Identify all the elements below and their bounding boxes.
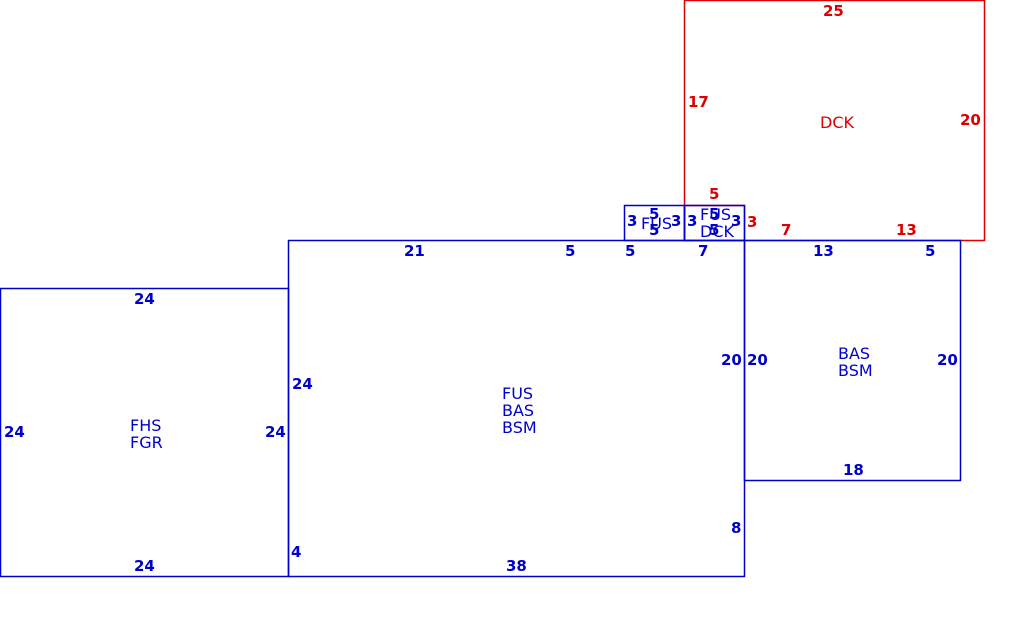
bump-left-dim-right: 3	[671, 212, 681, 230]
main-code-1: FUS	[502, 384, 533, 403]
deck-small-dim-right: 3	[747, 213, 757, 231]
main-code-3: BSM	[502, 418, 537, 437]
main-dim-top-b: 5	[565, 242, 575, 260]
east-dim-top-a: 13	[813, 242, 834, 260]
east-dim-bottom: 18	[843, 461, 864, 479]
east-dim-top-b: 5	[925, 242, 935, 260]
main-dim-top-c: 5	[625, 242, 635, 260]
east-code-1: BAS	[838, 344, 870, 363]
main-dim-right-upper: 20	[721, 351, 742, 369]
garage-dim-bottom: 24	[134, 557, 155, 575]
bump-left-dim-left: 3	[627, 212, 637, 230]
deck-dim-left: 17	[688, 93, 709, 111]
deck-dim-right: 20	[960, 111, 981, 129]
main-code-2: BAS	[502, 401, 534, 420]
main-dim-left-upper: 24	[292, 375, 313, 393]
garage-dim-left: 24	[4, 423, 25, 441]
garage-code-1: FHS	[130, 416, 161, 435]
main-dim-left-lower: 4	[291, 543, 301, 561]
deck-dim-bottom-b: 13	[896, 221, 917, 239]
main-dim-top-d: 7	[698, 242, 708, 260]
garage-code-2: FGR	[130, 433, 163, 452]
east-dim-right: 20	[937, 351, 958, 369]
east-outline	[743, 239, 962, 482]
bump-right-dim-left: 3	[687, 212, 697, 230]
living-areas	[0, 204, 962, 578]
bump-left-dim-top: 5	[649, 205, 659, 223]
deck-code: DCK	[820, 113, 854, 132]
bump-right-dim-bottom: 5	[709, 221, 719, 239]
main-dim-right-lower: 8	[731, 519, 741, 537]
bump-left-code: FUS	[641, 214, 672, 233]
bump-right-dim-right: 3	[731, 212, 741, 230]
bump-right-code-2: DCK	[700, 222, 734, 241]
east-dim-left: 20	[747, 351, 768, 369]
deck-small-dim-top: 5	[709, 185, 719, 203]
bump-right-dim-top: 5	[709, 205, 719, 223]
deck-dim-bottom-a: 7	[781, 221, 791, 239]
deck-dim-top: 25	[823, 2, 844, 20]
garage-dim-right: 24	[265, 423, 286, 441]
bump-right-outline	[683, 204, 746, 242]
garage-dim-top: 24	[134, 290, 155, 308]
bump-left-dim-bottom: 5	[649, 221, 659, 239]
bump-right-code-1: FUS	[700, 205, 731, 224]
main-dim-top-a: 21	[404, 242, 425, 260]
east-code-2: BSM	[838, 361, 873, 380]
main-dim-bottom: 38	[506, 557, 527, 575]
